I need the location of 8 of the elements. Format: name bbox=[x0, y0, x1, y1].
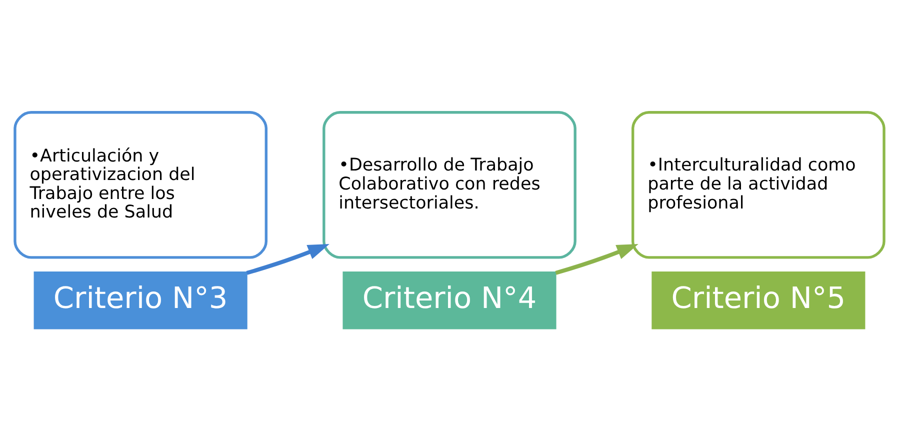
node-box: •Articulación y operativizacion del Trabajo entre los niveles de Salud bbox=[14, 111, 268, 259]
node-box: Criterio N°4 bbox=[342, 272, 556, 330]
node-box: Criterio N°5 bbox=[652, 272, 866, 330]
node-box: Criterio N°3 bbox=[34, 272, 248, 330]
arrow bbox=[555, 244, 638, 275]
arrow bbox=[246, 244, 330, 275]
node-box: •Interculturalidad como parte de la actividad profesional bbox=[632, 111, 886, 259]
node-box: •Desarrollo de Trabajo Colaborativo con redes intersectoriales. bbox=[322, 111, 576, 259]
